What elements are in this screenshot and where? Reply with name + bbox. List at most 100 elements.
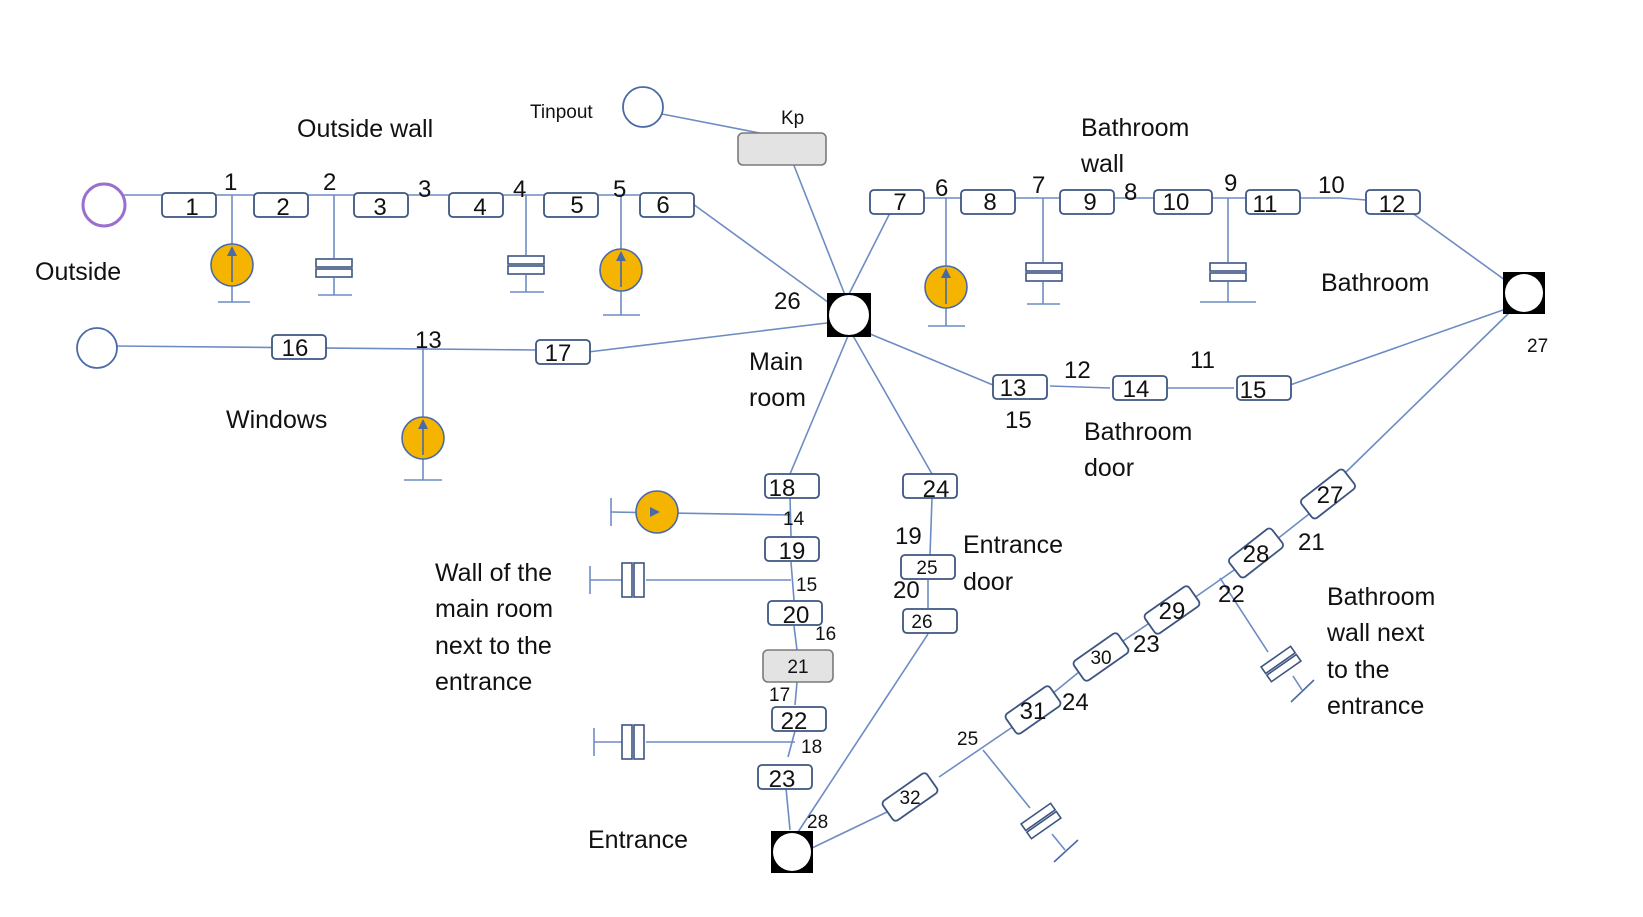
heat-source-1-icon	[210, 243, 254, 287]
resistor-23: 23	[757, 764, 813, 793]
tinpout-node	[622, 86, 664, 128]
label-wall-main-line2: main room	[435, 595, 553, 623]
svg-text:2: 2	[276, 194, 289, 221]
svg-text:16: 16	[282, 335, 309, 362]
resistor-24: 24	[902, 473, 958, 503]
resistor-1: 1	[161, 192, 217, 221]
resistor-12: 12	[1365, 189, 1421, 218]
label-outside-wall: Outside wall	[297, 115, 433, 143]
capacitor-2	[315, 258, 353, 278]
label-main-room-line2: room	[749, 384, 806, 412]
resistor-8: 8	[960, 189, 1016, 216]
nodes	[76, 86, 1545, 873]
label-bath-wall-entr-line2: wall next	[1326, 619, 1424, 647]
node-label-16: 16	[815, 624, 836, 645]
capacitor-15	[621, 562, 645, 598]
heat-sources	[210, 243, 968, 534]
node-label-9: 9	[1224, 170, 1237, 197]
svg-text:8: 8	[983, 189, 996, 216]
svg-text:24: 24	[923, 476, 950, 503]
svg-text:26: 26	[911, 612, 932, 633]
label-tinpout: Tinpout	[530, 102, 593, 123]
resistor-7: 7	[869, 189, 925, 216]
label-wall-main-line1: Wall of the	[435, 559, 552, 587]
capacitor-7	[1025, 262, 1063, 282]
resistor-25: 25	[900, 554, 956, 580]
resistor-11: 11	[1245, 189, 1301, 218]
node-label-17: 17	[769, 685, 790, 706]
resistor-18: 18	[764, 473, 820, 502]
node-label-26: 26	[774, 288, 801, 315]
svg-text:5: 5	[570, 192, 583, 219]
label-bathroom: Bathroom	[1321, 269, 1429, 297]
resistor-29: 29	[1143, 585, 1201, 635]
resistor-27: 27	[1300, 468, 1356, 520]
label-windows: Windows	[226, 406, 327, 434]
resistor-9: 9	[1059, 189, 1115, 216]
node-label-18: 18	[801, 737, 822, 758]
resistor-17: 17	[535, 339, 591, 367]
node-label-15: 15	[796, 575, 817, 596]
svg-text:9: 9	[1083, 189, 1096, 216]
node-label-15-door: 15	[1005, 407, 1032, 434]
node-label-8: 8	[1124, 179, 1137, 206]
label-main-room-line1: Main	[749, 348, 803, 376]
node-label-4: 4	[513, 176, 526, 203]
label-entrance-door-line1: Entrance	[963, 531, 1063, 559]
label-outside: Outside	[35, 258, 121, 286]
label-entrance-door-line2: door	[963, 568, 1013, 596]
capacitors	[315, 255, 1315, 863]
resistor-19: 19	[764, 536, 820, 565]
svg-text:23: 23	[769, 766, 796, 793]
node-label-22: 22	[1218, 581, 1245, 608]
heat-source-14-icon	[635, 490, 679, 534]
resistor-21-label: 21	[787, 657, 808, 678]
resistor-30: 30	[1072, 632, 1130, 682]
node-label-20: 20	[893, 577, 920, 604]
entrance-node	[771, 831, 813, 873]
resistor-13: 13	[992, 374, 1048, 402]
node-label-5: 5	[613, 176, 626, 203]
node-label-2: 2	[323, 169, 336, 196]
windows-outside-node	[76, 327, 118, 369]
node-label-25: 25	[957, 729, 978, 750]
svg-text:10: 10	[1163, 189, 1190, 216]
svg-text:27: 27	[1317, 482, 1344, 509]
resistor-15: 15	[1236, 375, 1292, 404]
resistor-boxes: 1 2 3 4 5 6 7 8	[161, 132, 1421, 822]
capacitor-22	[1259, 645, 1303, 683]
node-label-7: 7	[1032, 172, 1045, 199]
node-label-28: 28	[807, 812, 828, 833]
svg-text:12: 12	[1379, 191, 1406, 218]
node-label-11: 11	[1190, 347, 1215, 374]
capacitor-9	[1209, 262, 1247, 282]
resistor-22: 22	[771, 706, 827, 735]
capacitor-4	[507, 255, 545, 275]
label-bathroom-door-line2: door	[1084, 454, 1134, 482]
label-bathroom-wall-line2: wall	[1080, 150, 1124, 178]
resistor-3: 3	[353, 192, 409, 221]
svg-text:30: 30	[1090, 648, 1111, 669]
svg-text:18: 18	[769, 475, 796, 502]
svg-text:32: 32	[899, 788, 920, 809]
node-label-27: 27	[1527, 336, 1548, 357]
label-bath-wall-entr-line3: to the	[1327, 656, 1390, 684]
svg-text:19: 19	[779, 538, 806, 565]
svg-text:3: 3	[373, 194, 386, 221]
node-label-24: 24	[1062, 689, 1089, 716]
label-bath-wall-entr-line1: Bathroom	[1327, 583, 1435, 611]
svg-text:22: 22	[781, 708, 808, 735]
resistor-2: 2	[253, 192, 309, 221]
kp-controller	[737, 132, 827, 166]
resistor-31: 31	[1004, 685, 1062, 735]
resistor-14: 14	[1112, 375, 1168, 403]
svg-text:17: 17	[545, 340, 572, 367]
resistor-32: 32	[881, 772, 939, 822]
heat-source-6-icon	[924, 265, 968, 309]
bathroom-node	[1503, 272, 1545, 314]
node-label-23: 23	[1133, 631, 1160, 658]
label-wall-main-line4: entrance	[435, 668, 532, 696]
region-labels: Outside wall Outside Windows Tinpout Kp …	[35, 102, 1435, 854]
outside-node	[81, 182, 127, 228]
